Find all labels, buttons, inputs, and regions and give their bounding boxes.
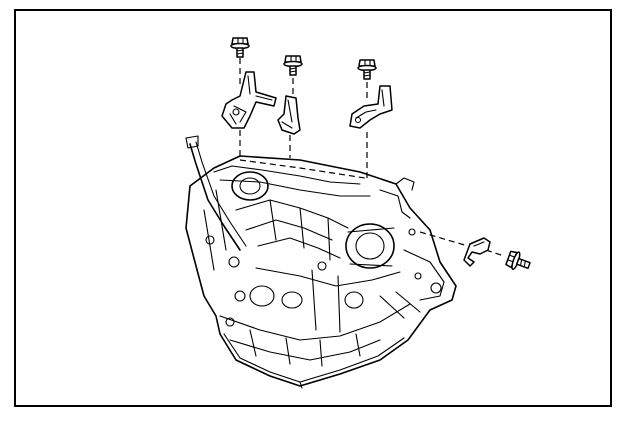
bracket-center-icon <box>277 95 301 135</box>
bolt-icon <box>283 55 303 76</box>
clamp-side-icon <box>463 237 491 267</box>
transaxle-case-icon <box>185 135 457 389</box>
bracket-left-icon <box>221 71 277 129</box>
diagram-frame <box>14 9 612 407</box>
bolt-icon <box>357 59 377 80</box>
assembly-guide-lines <box>239 58 505 257</box>
bolt-icon <box>505 250 531 270</box>
bolt-icon <box>230 37 250 58</box>
bracket-right-icon <box>349 85 393 129</box>
